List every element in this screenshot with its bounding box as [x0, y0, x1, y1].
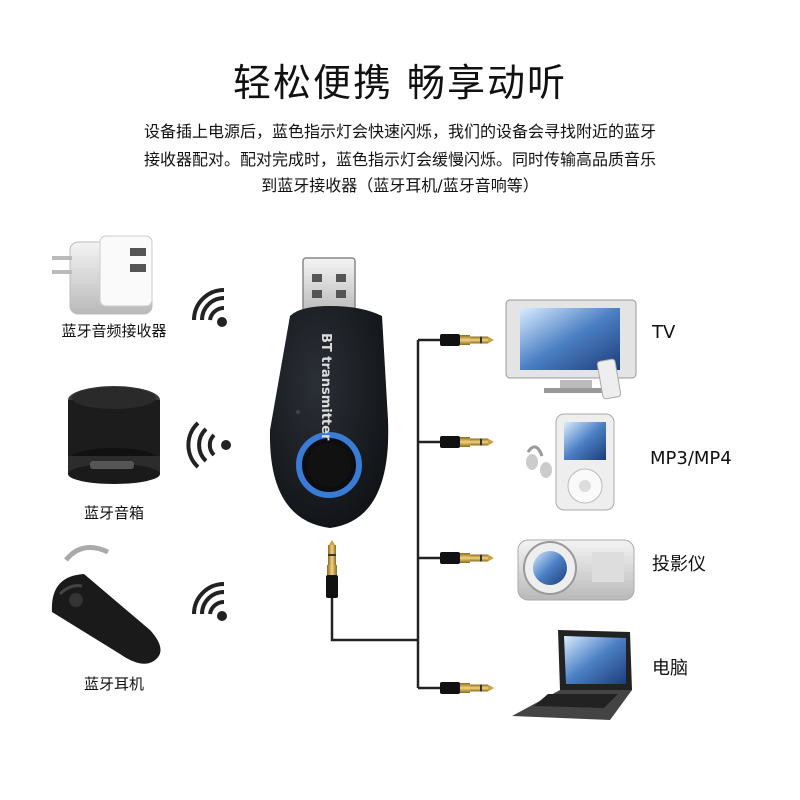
bluetooth-speaker-icon [68, 386, 160, 484]
tv-icon [505, 299, 637, 400]
signal-icon-3 [192, 582, 227, 621]
audio-plug-laptop [440, 682, 494, 694]
audio-plug-mp3 [440, 436, 494, 448]
mp3-player-icon [526, 413, 615, 511]
audio-plug-projector [440, 552, 494, 564]
laptop-icon [512, 630, 632, 720]
description-line-3: 到蓝牙接收器（蓝牙耳机/蓝牙音响等） [261, 176, 539, 195]
bluetooth-headset-icon [51, 545, 161, 664]
audio-plug-tv [440, 334, 494, 346]
connection-wires [330, 338, 440, 690]
bt-transmitter [269, 257, 389, 528]
label-tv: TV [652, 322, 676, 343]
label-projector: 投影仪 [652, 554, 706, 575]
label-speaker: 蓝牙音箱 [83, 504, 144, 522]
usb-charger-receiver-icon [52, 235, 153, 315]
signal-icon-2 [186, 421, 231, 469]
label-mp3: MP3/MP4 [650, 448, 732, 469]
projector-icon [517, 539, 635, 601]
transmitter-print: BT transmitter [318, 333, 333, 441]
label-audio-receiver: 蓝牙音频接收器 [61, 322, 167, 340]
signal-icon-1 [192, 288, 227, 327]
page-title: 轻松便携 畅享动听 [232, 61, 568, 105]
label-laptop: 电脑 [652, 658, 688, 679]
audio-plug-transmitter [326, 540, 338, 598]
description-line-2: 接收器配对。配对完成时，蓝色指示灯会缓慢闪烁。同时传输高品质音乐 [143, 150, 656, 169]
description-line-1: 设备插上电源后，蓝色指示灯会快速闪烁，我们的设备会寻找附近的蓝牙 [143, 122, 656, 141]
label-headset: 蓝牙耳机 [83, 675, 144, 693]
